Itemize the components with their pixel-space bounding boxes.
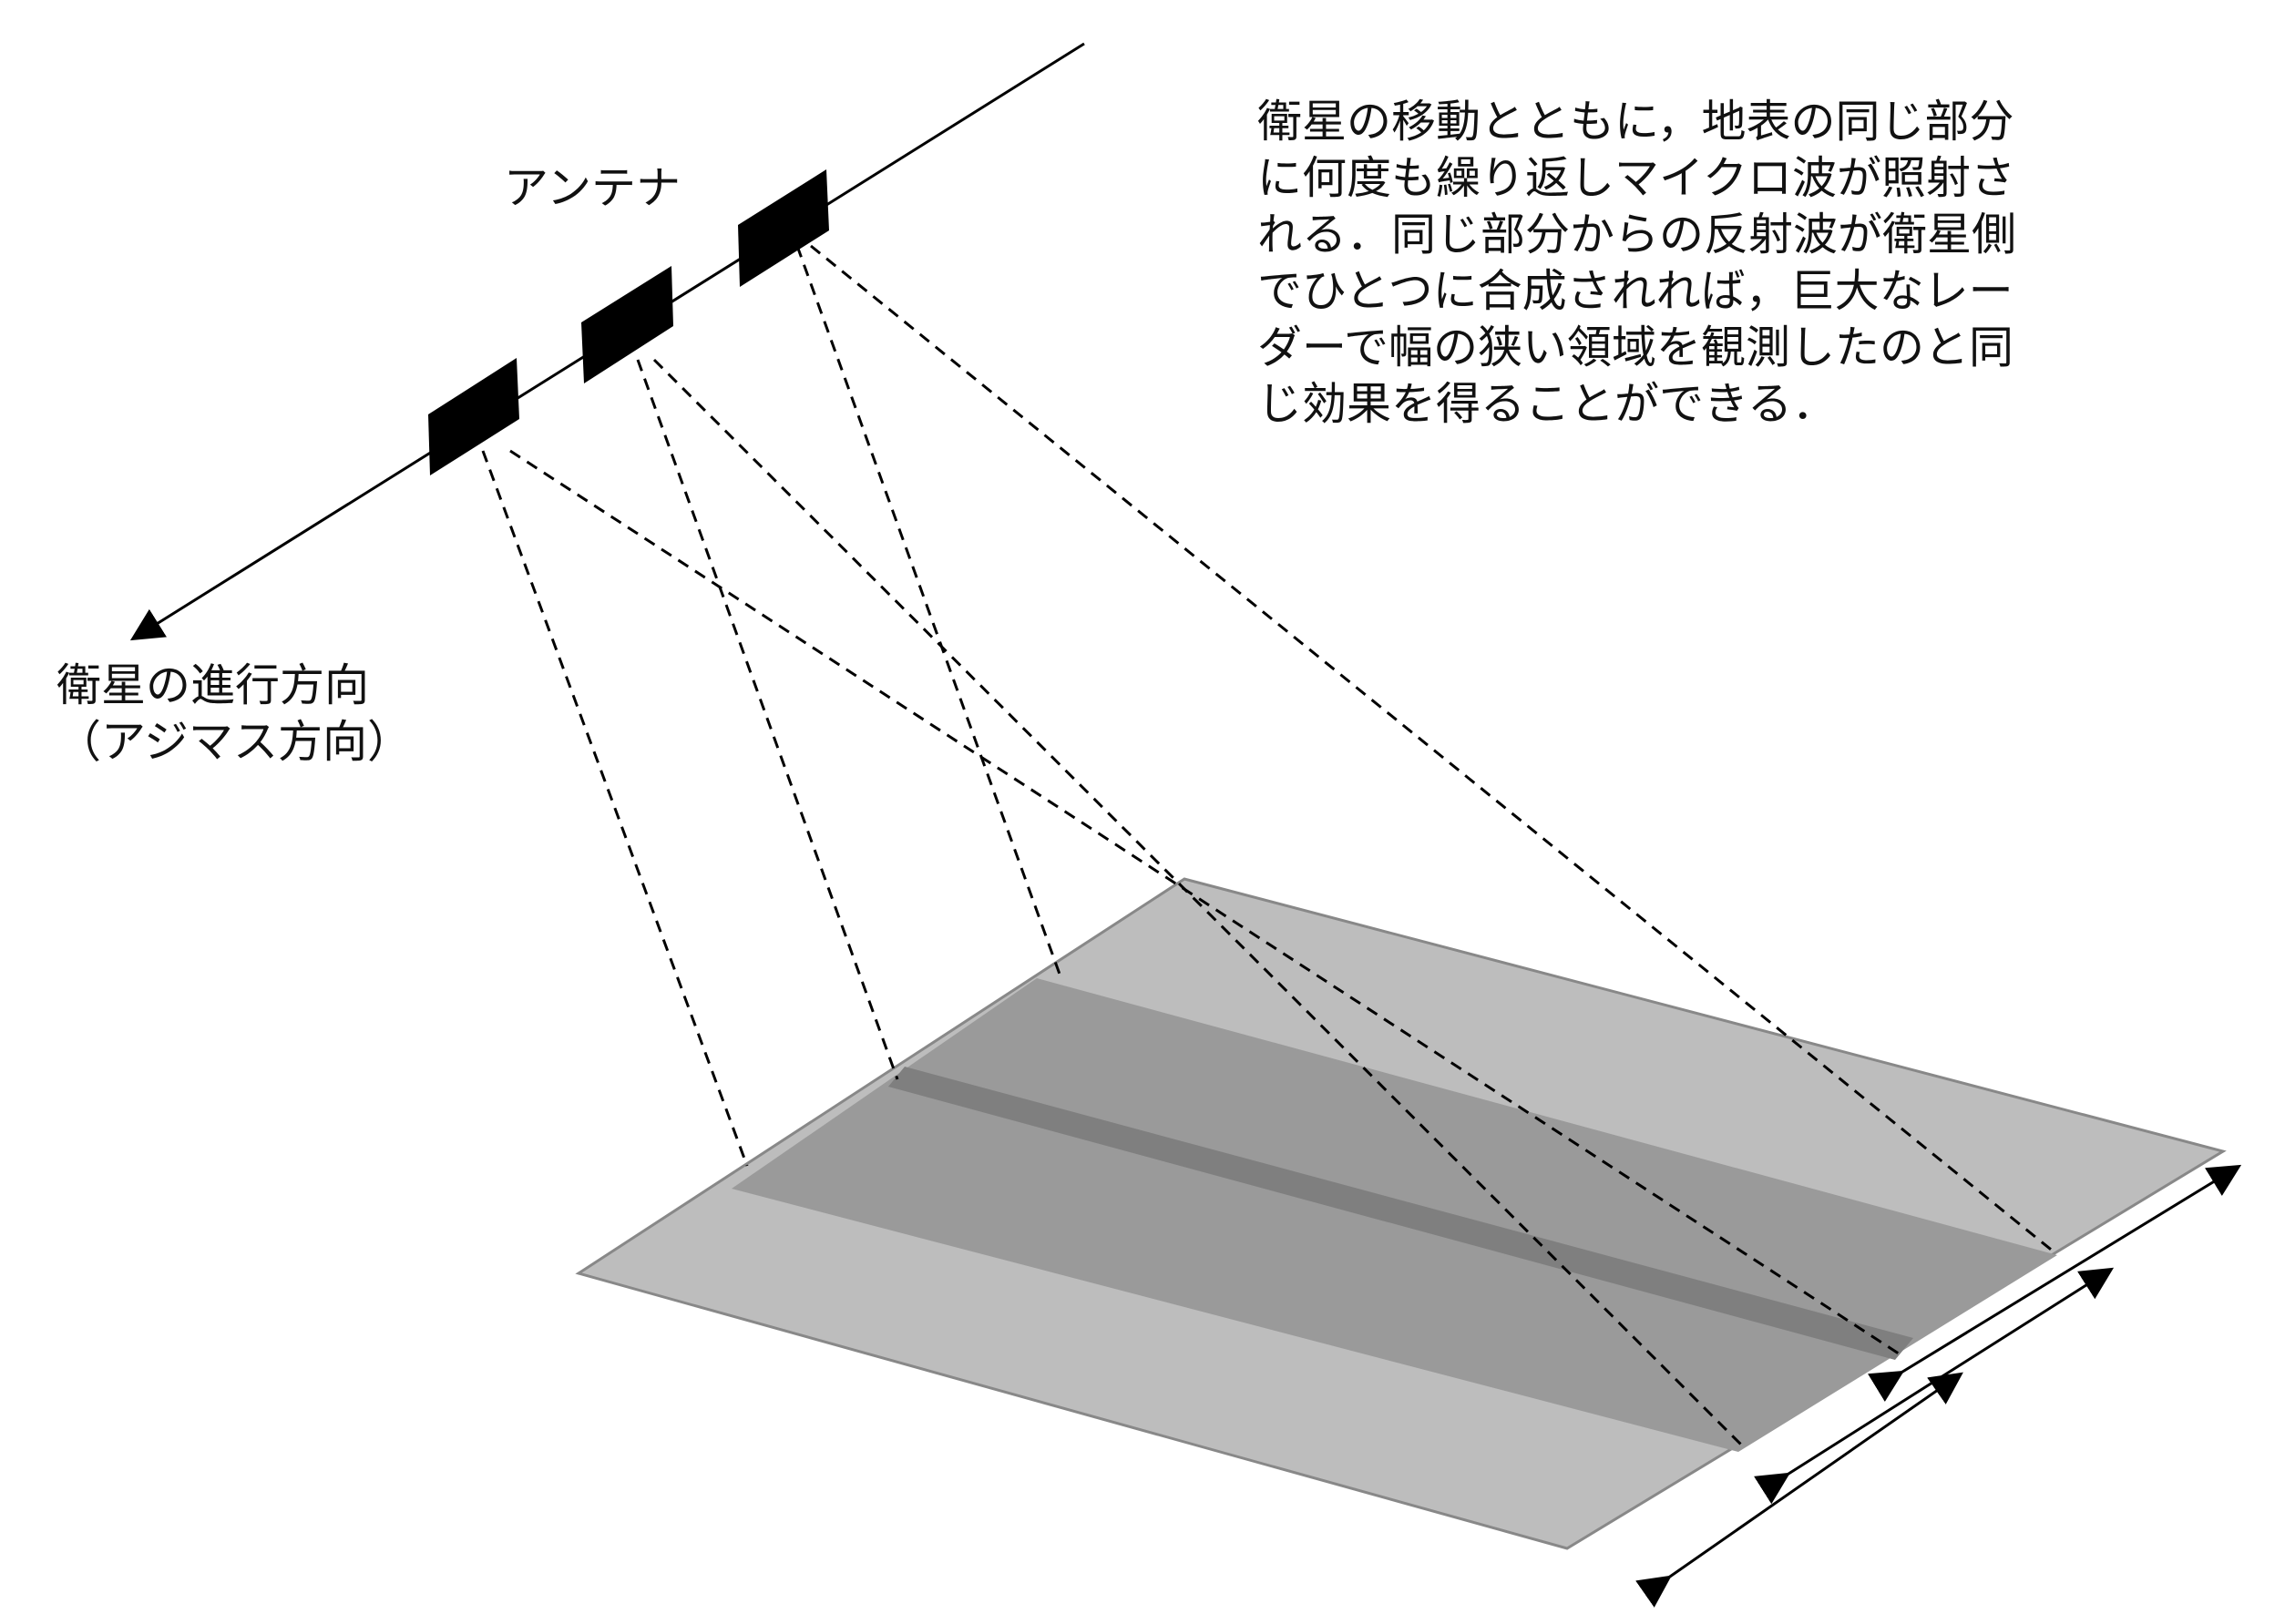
range-arrows	[1635, 1164, 2242, 1608]
antenna-2	[581, 266, 673, 383]
explanation-line: でひとつに合成されれば，巨大なレー	[1257, 265, 2013, 317]
direction-label-line2: （アジマス方向）	[56, 716, 413, 768]
direction-label-line1: 衛星の進行方向	[56, 659, 370, 711]
explanation-line: 衛星の移動とともに，地表の同じ部分	[1257, 96, 2014, 148]
antenna-3	[738, 169, 829, 287]
explanation-line: れる．同じ部分からの反射波が衛星側	[1257, 209, 2017, 260]
direction-label: 衛星の進行方向 （アジマス方向）	[56, 658, 412, 771]
explanation-text: 衛星の移動とともに，地表の同じ部分 に何度も繰り返しマイクロ波が照射さ れる．同…	[1257, 94, 2016, 433]
radar-beams	[481, 244, 2055, 1450]
explanation-line: ダーで幅の狭い領域を観測したのと同	[1257, 322, 2014, 373]
explanation-line: に何度も繰り返しマイクロ波が照射さ	[1257, 152, 2016, 204]
antenna-1	[428, 358, 519, 475]
target-strip	[888, 1067, 1913, 1360]
explanation-line: じ効果を得ることができる．	[1257, 378, 1838, 430]
antenna-label: アンテナ	[504, 162, 681, 214]
